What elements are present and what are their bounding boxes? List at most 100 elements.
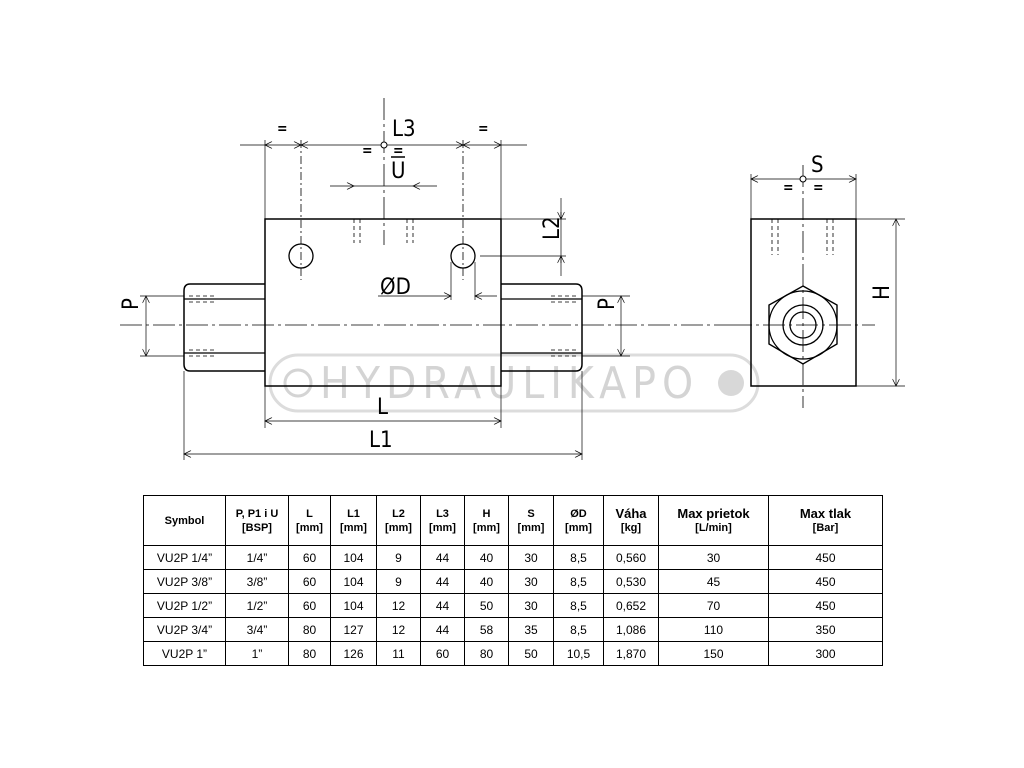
header-l1: L1[mm]: [330, 495, 377, 546]
table-cell: 44: [420, 545, 465, 570]
table-cell: 44: [420, 569, 465, 594]
header-l2: L2[mm]: [376, 495, 421, 546]
table-cell: 80: [288, 617, 331, 642]
equal-mark: =: [393, 143, 404, 159]
technical-drawing: HYDRAULIKAPO: [119, 98, 905, 460]
header-max-flow: Max prietok[L/min]: [658, 495, 769, 546]
table-cell: 8,5: [553, 545, 604, 570]
table-cell: 70: [658, 593, 769, 618]
table-cell: 150: [658, 641, 769, 666]
table-cell: 60: [288, 545, 331, 570]
table-cell: 45: [658, 569, 769, 594]
table-cell: 3/8”: [225, 569, 289, 594]
table-row: VU2P 3/4” 3/4” 80 127 12 44 58 35 8,5 1,…: [143, 617, 883, 642]
table-cell: 0,652: [603, 593, 659, 618]
table-cell: 60: [288, 569, 331, 594]
table-cell: 9: [376, 569, 421, 594]
side-view: [730, 165, 905, 408]
table-cell: 10,5: [553, 641, 604, 666]
dim-label-diameter: ØD: [380, 275, 411, 300]
table-cell: 80: [464, 641, 509, 666]
table-row: VU2P 1/4” 1/4” 60 104 9 44 40 30 8,5 0,5…: [143, 545, 883, 570]
header-ports: P, P1 i U[BSP]: [225, 495, 289, 546]
header-weight: Váha[kg]: [603, 495, 659, 546]
header-max-pressure: Max tlak[Bar]: [768, 495, 883, 546]
table-cell: VU2P 1/4”: [143, 545, 226, 570]
table-row: VU2P 1/2” 1/2” 60 104 12 44 50 30 8,5 0,…: [143, 593, 883, 618]
table-cell: 127: [330, 617, 377, 642]
table-cell: 1,870: [603, 641, 659, 666]
table-cell: 1,086: [603, 617, 659, 642]
table-cell: 1/4”: [225, 545, 289, 570]
table-row: VU2P 1” 1” 80 126 11 60 80 50 10,5 1,870…: [143, 641, 883, 666]
table-cell: 12: [376, 617, 421, 642]
table-cell: 300: [768, 641, 883, 666]
table-cell: 126: [330, 641, 377, 666]
table-cell: 30: [508, 569, 554, 594]
table-cell: 60: [288, 593, 331, 618]
header-s: S[mm]: [508, 495, 554, 546]
table-cell: 450: [768, 569, 883, 594]
table-cell: 35: [508, 617, 554, 642]
front-view: [120, 98, 730, 460]
table-cell: 40: [464, 545, 509, 570]
table-cell: 40: [464, 569, 509, 594]
watermark: HYDRAULIKAPO: [268, 353, 760, 413]
specification-table: Symbol P, P1 i U[BSP] L[mm] L1[mm] L2[mm…: [143, 495, 883, 666]
header-l: L[mm]: [288, 495, 331, 546]
table-cell: 110: [658, 617, 769, 642]
table-cell: 0,530: [603, 569, 659, 594]
header-diameter: ØD[mm]: [553, 495, 604, 546]
table-cell: 50: [508, 641, 554, 666]
table-cell: 104: [330, 545, 377, 570]
table-cell: 104: [330, 569, 377, 594]
table-cell: 450: [768, 593, 883, 618]
equal-mark: =: [277, 121, 288, 137]
table-cell: VU2P 3/4”: [143, 617, 226, 642]
table-cell: 1”: [225, 641, 289, 666]
table-cell: 30: [658, 545, 769, 570]
table-cell: 350: [768, 617, 883, 642]
table-cell: 450: [768, 545, 883, 570]
table-cell: 12: [376, 593, 421, 618]
table-cell: VU2P 1/2”: [143, 593, 226, 618]
table-cell: 30: [508, 593, 554, 618]
dim-label-l: L: [377, 395, 388, 420]
header-h: H[mm]: [464, 495, 509, 546]
table-cell: 8,5: [553, 617, 604, 642]
table-cell: 80: [288, 641, 331, 666]
equal-mark: =: [362, 143, 373, 159]
table-cell: 8,5: [553, 593, 604, 618]
dim-label-l1: L1: [369, 428, 393, 453]
table-row: VU2P 3/8” 3/8” 60 104 9 44 40 30 8,5 0,5…: [143, 569, 883, 594]
table-cell: 60: [420, 641, 465, 666]
dim-label-u: U: [391, 159, 406, 184]
table-cell: VU2P 3/8”: [143, 569, 226, 594]
dim-label-h: H: [870, 285, 895, 300]
table-cell: 8,5: [553, 569, 604, 594]
table-cell: 44: [420, 617, 465, 642]
table-cell: 104: [330, 593, 377, 618]
table-cell: 11: [376, 641, 421, 666]
equal-mark: =: [783, 180, 794, 196]
dim-label-l3: L3: [392, 117, 416, 142]
table-cell: 1/2”: [225, 593, 289, 618]
dim-label-p-right: P: [595, 298, 620, 310]
table-cell: 9: [376, 545, 421, 570]
table-cell: VU2P 1”: [143, 641, 226, 666]
table-cell: 30: [508, 545, 554, 570]
table-cell: 0,560: [603, 545, 659, 570]
table-cell: 3/4”: [225, 617, 289, 642]
dim-label-s: S: [811, 153, 824, 178]
header-l3: L3[mm]: [420, 495, 465, 546]
equal-mark: =: [478, 121, 489, 137]
table-cell: 50: [464, 593, 509, 618]
table-header-row: Symbol P, P1 i U[BSP] L[mm] L1[mm] L2[mm…: [143, 495, 883, 546]
table-cell: 58: [464, 617, 509, 642]
header-symbol: Symbol: [143, 495, 226, 546]
dim-label-p-left: P: [119, 298, 144, 310]
dim-label-l2: L2: [540, 216, 565, 240]
watermark-text: HYDRAULIKAPO: [320, 358, 699, 409]
equal-mark: =: [813, 180, 824, 196]
table-cell: 44: [420, 593, 465, 618]
